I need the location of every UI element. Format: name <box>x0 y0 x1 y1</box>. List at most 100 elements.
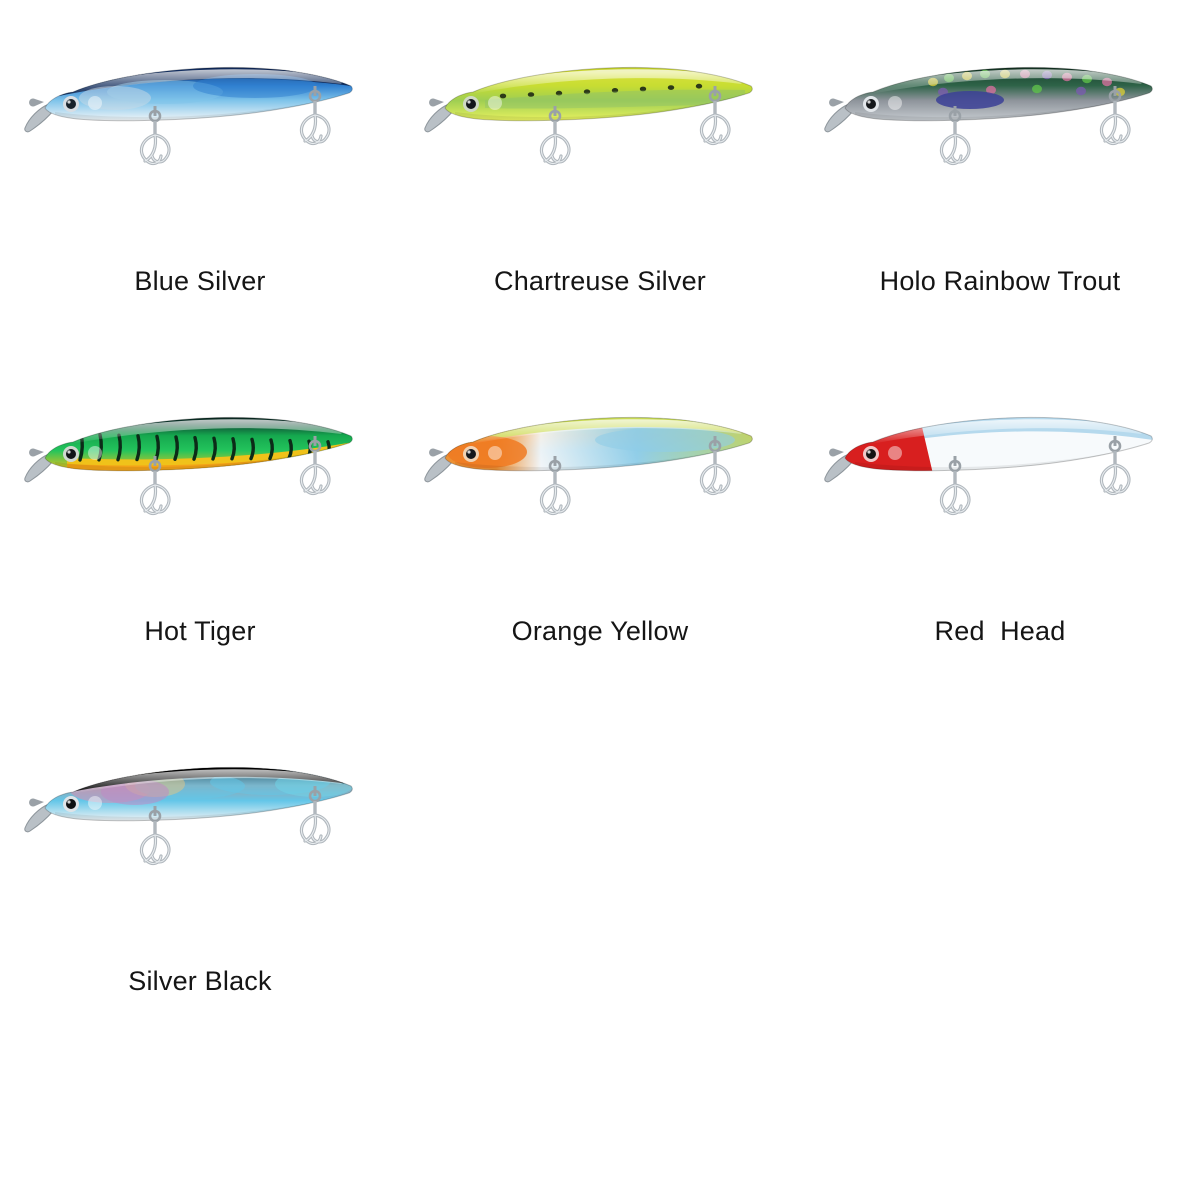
lure-eye-icon <box>466 99 476 109</box>
lure-illustration-hot-tiger <box>24 416 353 516</box>
lure-variant-chartreuse-silver[interactable]: Chartreuse Silver <box>400 0 800 350</box>
lateral-spot <box>499 93 507 99</box>
tiger-stripe <box>173 435 179 461</box>
line-tie-icon <box>429 448 444 457</box>
treble-hook-icon <box>539 106 571 166</box>
gloss-highlight <box>69 419 345 444</box>
lure-illustration-blue-silver <box>24 66 353 166</box>
treble-hook-icon <box>1099 86 1131 146</box>
gloss-highlight <box>69 69 345 94</box>
gloss-highlight <box>869 69 1145 94</box>
lateral-spot <box>583 89 591 95</box>
diving-lip-icon <box>824 453 854 483</box>
lure-body-group <box>24 766 353 866</box>
lure-label-hot-tiger: Hot Tiger <box>144 616 256 646</box>
lure-illustration-silver-black <box>24 766 353 866</box>
line-tie-icon <box>29 448 44 457</box>
holo-band <box>79 86 151 110</box>
treble-hook-icon <box>139 806 171 866</box>
holo-band <box>193 74 317 98</box>
lure-variant-silver-black[interactable]: Silver Black <box>0 700 400 1050</box>
lateral-spot <box>527 92 535 97</box>
line-tie-icon <box>829 448 844 457</box>
treble-hook-icon <box>299 786 331 846</box>
lure-eye-icon <box>66 449 76 459</box>
tiger-stripe <box>154 434 160 462</box>
diving-lip-icon <box>24 453 54 483</box>
lure-illustration-chartreuse-silver <box>424 66 753 166</box>
tiger-stripe <box>325 440 331 460</box>
lure-label-red-head: Red Head <box>934 616 1066 646</box>
gloss-highlight <box>69 769 345 794</box>
lure-label-chartreuse-silver: Chartreuse Silver <box>494 266 706 296</box>
line-tie-icon <box>429 98 444 107</box>
lateral-spot <box>611 88 619 93</box>
tiger-stripe <box>211 436 217 461</box>
holo-fleck <box>1076 86 1086 96</box>
lure-label-silver-black: Silver Black <box>128 966 272 996</box>
lure-body-group <box>24 416 353 516</box>
lure-image-hot-tiger[interactable] <box>15 362 385 612</box>
lure-variant-blue-silver[interactable]: Blue Silver <box>0 0 400 350</box>
lateral-spot <box>639 86 647 92</box>
tiger-stripe <box>135 434 141 462</box>
lure-body-group <box>424 416 753 516</box>
lure-eye-icon <box>466 449 476 459</box>
treble-hook-icon <box>699 86 731 146</box>
lure-body-group <box>824 416 1153 516</box>
tiger-stripe <box>192 435 198 461</box>
tiger-stripe <box>230 437 236 461</box>
diving-lip-icon <box>424 453 454 483</box>
lure-image-red-head[interactable] <box>815 362 1185 612</box>
gill-mark <box>88 796 102 810</box>
lure-body-group <box>424 66 753 166</box>
lure-image-blue-silver[interactable] <box>15 12 385 262</box>
tiger-stripe <box>116 433 122 462</box>
lure-variant-orange-yellow[interactable]: Orange Yellow <box>400 350 800 700</box>
gill-mark <box>88 446 102 460</box>
lure-eye-icon <box>866 99 876 109</box>
holo-fleck <box>1115 87 1125 97</box>
line-tie-icon <box>829 98 844 107</box>
tiger-stripe <box>249 437 255 461</box>
lure-eye-icon <box>866 449 876 459</box>
lure-eye-icon <box>66 799 76 809</box>
gloss-highlight <box>469 69 745 94</box>
gill-mark <box>488 446 502 460</box>
lure-illustration-orange-yellow <box>424 416 753 516</box>
diving-lip-icon <box>824 103 854 133</box>
treble-hook-icon <box>939 106 971 166</box>
gloss-highlight <box>469 419 745 444</box>
gill-mark <box>888 96 902 110</box>
treble-hook-icon <box>139 106 171 166</box>
treble-hook-icon <box>299 436 331 496</box>
gill-mark <box>88 96 102 110</box>
gill-mark <box>888 446 902 460</box>
diving-lip-icon <box>424 103 454 133</box>
diving-lip-icon <box>24 803 54 833</box>
treble-hook-icon <box>939 456 971 516</box>
line-tie-icon <box>29 798 44 807</box>
lure-body-group <box>824 66 1153 166</box>
treble-hook-icon <box>299 86 331 146</box>
lure-image-chartreuse-silver[interactable] <box>415 12 785 262</box>
treble-hook-icon <box>1099 436 1131 496</box>
lure-image-holo-rainbow-trout[interactable] <box>815 12 1185 262</box>
lure-image-orange-yellow[interactable] <box>415 362 785 612</box>
gill-mark <box>488 96 502 110</box>
holo-fleck <box>1032 84 1042 94</box>
lure-label-orange-yellow: Orange Yellow <box>511 616 689 646</box>
blue-flank <box>595 428 735 452</box>
lure-illustration-red-head <box>824 416 1153 516</box>
tiger-stripe <box>287 438 293 461</box>
lure-image-silver-black[interactable] <box>15 712 385 962</box>
lateral-spot <box>555 90 563 96</box>
lure-variant-holo-rainbow-trout[interactable]: Holo Rainbow Trout <box>800 0 1200 350</box>
diving-lip-icon <box>24 103 54 133</box>
gloss-highlight <box>869 419 1145 444</box>
lure-eye-icon <box>66 99 76 109</box>
lure-variant-red-head[interactable]: Red Head <box>800 350 1200 700</box>
lure-label-holo-rainbow-trout: Holo Rainbow Trout <box>879 266 1121 296</box>
lure-variant-hot-tiger[interactable]: Hot Tiger <box>0 350 400 700</box>
